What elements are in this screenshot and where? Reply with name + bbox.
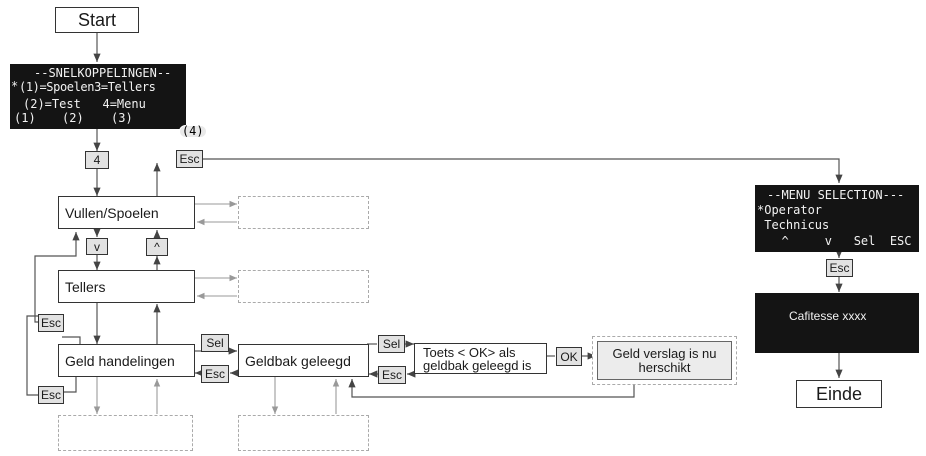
shortcuts-key-1: (1) <box>14 111 36 125</box>
geld-verslag-label: Geld verslag is nu herschikt <box>612 345 717 375</box>
esc-key-left-lower: Esc <box>38 386 64 404</box>
menu-selection-title: --MENU SELECTION--- <box>767 188 905 202</box>
shortcuts-title: --SNELKOPPELINGEN-- <box>34 66 172 80</box>
toets-ok-node: Toets < OK> als geldbak geleegd is <box>414 343 547 374</box>
shortcuts-line2: (2)=Test 4=Menu <box>23 97 146 111</box>
esc-key-menu: Esc <box>826 259 853 277</box>
tellers-submenu-placeholder <box>238 270 369 303</box>
menu-selection-screen: --MENU SELECTION--- *Operator Technicus … <box>755 185 919 252</box>
shortcuts-key-3: (3) <box>111 111 133 125</box>
vullen-spoelen-label: Vullen/Spoelen <box>65 204 159 221</box>
shortcuts-key-2: (2) <box>62 111 84 125</box>
tellers-label: Tellers <box>65 278 106 295</box>
shortcuts-screen: --SNELKOPPELINGEN-- * (1)=Spoelen3=Telle… <box>10 64 207 138</box>
arrow-geld-to-esc-lower <box>62 377 77 393</box>
esc-key-mid-1-label: Esc <box>204 367 225 381</box>
arrow-esc-to-menu <box>203 158 843 183</box>
shortcuts-line1-cursor: * <box>11 79 19 93</box>
sel-key-1: Sel <box>201 334 229 352</box>
geld-handelingen-node: Geld handelingen <box>58 344 195 377</box>
ok-key: OK <box>556 347 582 366</box>
down-key: v <box>86 238 108 255</box>
down-key-label: v <box>94 239 100 254</box>
esc-key-left-upper-label: Esc <box>40 316 61 330</box>
up-key: ^ <box>146 238 168 256</box>
shortcuts-key-4: (4) <box>150 112 207 151</box>
arrow-esc-loop-upper <box>34 232 80 323</box>
shortcuts-line1: (1)=Spoelen3=Tellers <box>19 80 156 94</box>
geldbak-submenu-placeholder <box>238 415 369 451</box>
arrow-geld-esc-right <box>62 336 81 344</box>
model-screen-text: Cafitesse xxxx <box>789 309 867 323</box>
menu-option-technicus: Technicus <box>757 218 830 232</box>
end-label: Einde <box>815 383 863 404</box>
esc-key-mid-1: Esc <box>201 365 229 383</box>
menu-selection-keys: ^ v Sel ESC <box>767 234 912 248</box>
sel-key-2-label: Sel <box>382 337 401 351</box>
esc-key-menu-label: Esc <box>829 261 850 275</box>
geld-submenu-placeholder <box>58 415 193 451</box>
esc-key-mid-2-label: Esc <box>381 368 402 382</box>
key-4: 4 <box>85 151 109 169</box>
tellers-node: Tellers <box>58 270 195 303</box>
start-label: Start <box>77 9 116 30</box>
geld-verslag-node: Geld verslag is nu herschikt <box>597 341 732 380</box>
up-key-label: ^ <box>154 240 160 254</box>
menu-option-operator: *Operator <box>757 203 823 217</box>
geldbak-geleegd-label: Geldbak geleegd <box>245 352 351 369</box>
geldbak-geleegd-node: Geldbak geleegd <box>238 344 369 377</box>
sel-key-1-label: Sel <box>206 336 224 350</box>
ok-key-label: OK <box>560 349 578 364</box>
toets-ok-label: Toets < OK> als geldbak geleegd is <box>423 344 532 373</box>
arrow-esc-loop-lower <box>26 315 40 396</box>
vullen-submenu-placeholder <box>238 196 369 229</box>
arrow-verslag-to-geldbak <box>348 379 635 398</box>
end-node: Einde <box>796 380 882 408</box>
esc-key-left-upper: Esc <box>38 314 64 332</box>
esc-key-top-label: Esc <box>179 152 200 166</box>
geld-handelingen-label: Geld handelingen <box>65 352 175 369</box>
esc-key-mid-2: Esc <box>378 366 406 384</box>
model-screen: Cafitesse xxxx <box>755 293 919 353</box>
start-node: Start <box>55 7 139 33</box>
sel-key-2: Sel <box>378 335 405 353</box>
esc-key-top: Esc <box>176 150 203 168</box>
shortcuts-key-4-selected: (4) <box>178 125 207 138</box>
vullen-spoelen-node: Vullen/Spoelen <box>58 196 195 229</box>
esc-key-left-lower-label: Esc <box>40 388 61 402</box>
key-4-label: 4 <box>93 153 101 167</box>
